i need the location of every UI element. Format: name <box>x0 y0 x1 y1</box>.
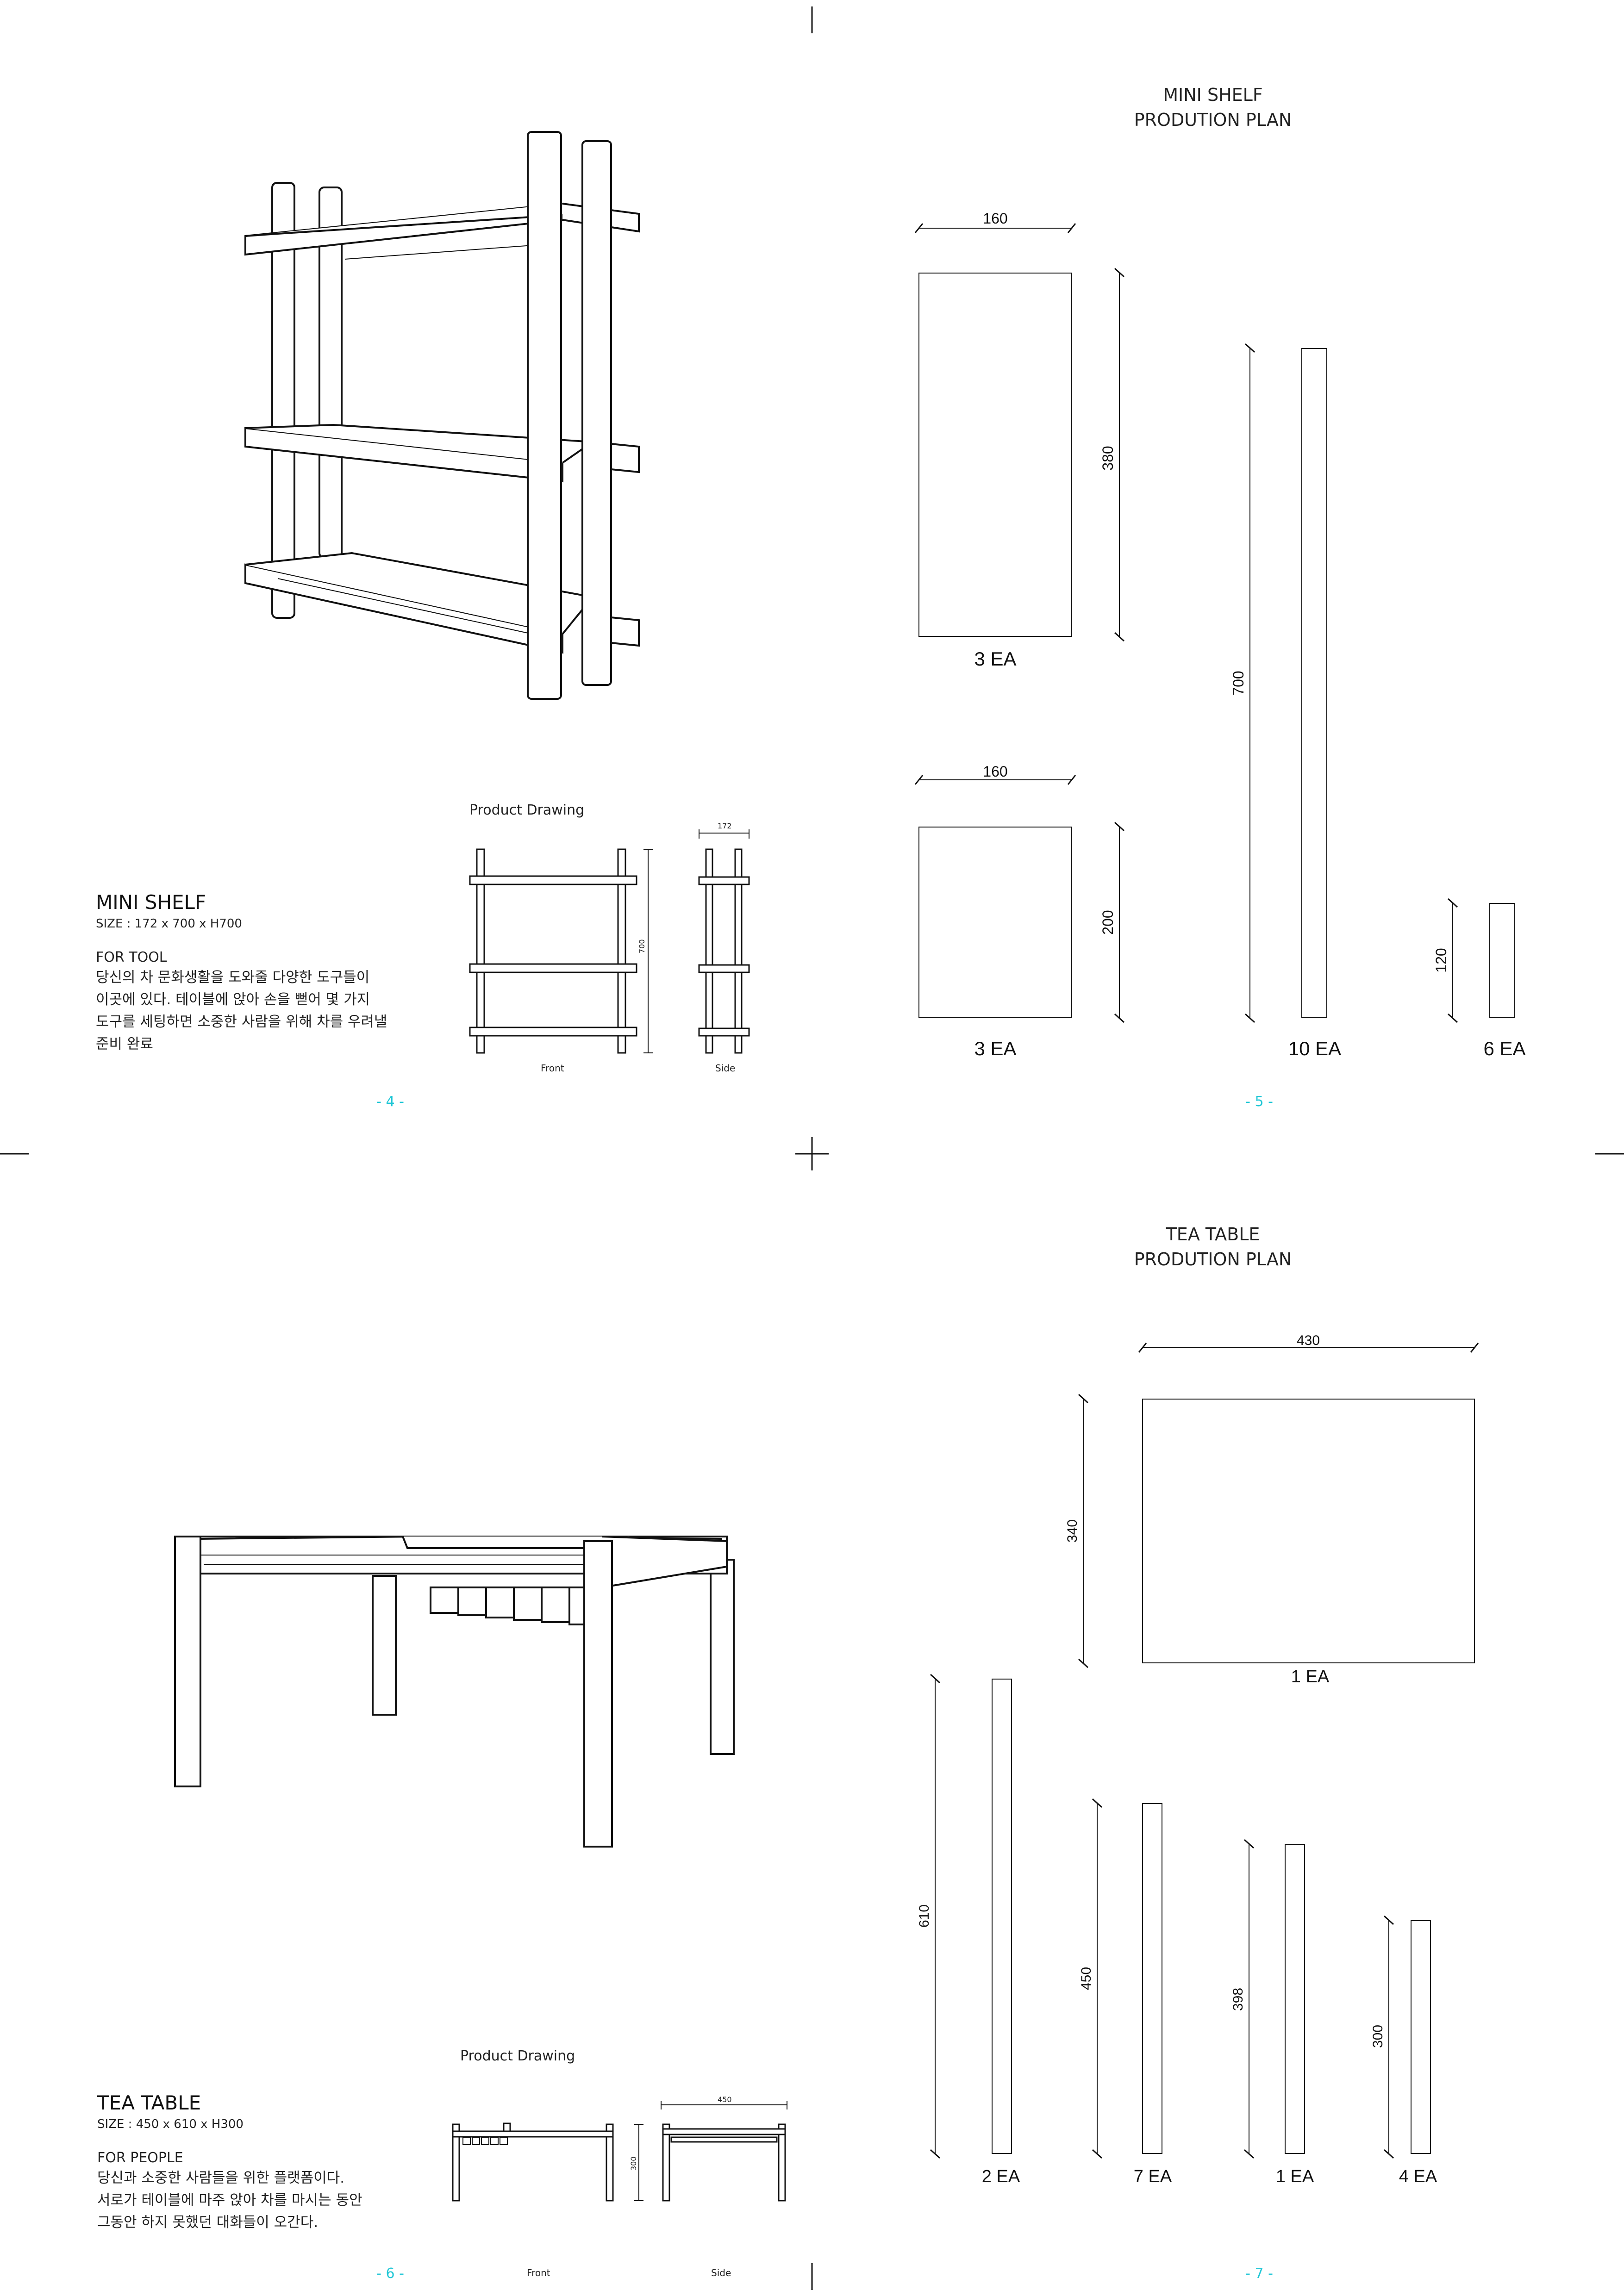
part-post-700 <box>1244 343 1327 1023</box>
part-width-dim: 160 <box>983 210 1007 227</box>
part-height-dim: 398 <box>1230 1988 1246 2011</box>
product-purpose: FOR TOOL <box>96 949 167 965</box>
part-width-dim: 430 <box>1297 1333 1320 1348</box>
front-view-height-dim: 300 <box>629 2156 638 2171</box>
part-height-dim: 700 <box>1230 671 1247 695</box>
part-quantity: 10 EA <box>1288 1038 1341 1059</box>
description-line: 도구를 세팅하면 소중한 사람을 위해 차를 우려낼 <box>96 1014 387 1030</box>
product-drawing-label: Product Drawing <box>469 802 584 818</box>
product-purpose: FOR PEOPLE <box>97 2150 183 2166</box>
part-panel-380 <box>914 223 1125 642</box>
mini-shelf-front-view <box>469 848 653 1054</box>
part-quantity: 1 EA <box>1291 1667 1330 1686</box>
part-height-dim: 340 <box>1065 1519 1080 1543</box>
description-line: 서로가 테이블에 마주 앉아 차를 마시는 동안 <box>97 2192 362 2209</box>
product-drawing-label: Product Drawing <box>460 2048 575 2064</box>
part-quantity: 1 EA <box>1276 2167 1314 2186</box>
page-number: - 6 - <box>376 2265 404 2282</box>
part-rail-398 <box>1243 1839 1305 2159</box>
part-quantity: 3 EA <box>974 648 1016 670</box>
part-quantity: 2 EA <box>982 2167 1020 2186</box>
part-width-dim: 160 <box>983 763 1007 780</box>
part-block-120 <box>1447 898 1515 1023</box>
part-tabletop-430 <box>1078 1343 1479 1668</box>
product-title: MINI SHELF <box>96 891 206 914</box>
page-number: - 4 - <box>376 1094 404 1110</box>
side-view-caption: Side <box>711 2267 731 2278</box>
plan-heading-line: PRODUTION PLAN <box>1134 1249 1292 1269</box>
crop-marks <box>0 6 1624 2290</box>
side-view-caption: Side <box>715 1063 735 1074</box>
front-view-height-dim: 700 <box>637 939 646 953</box>
part-quantity: 7 EA <box>1134 2167 1172 2186</box>
product-title: TEA TABLE <box>97 2091 201 2114</box>
page-number: - 7 - <box>1245 2265 1273 2282</box>
front-view-caption: Front <box>527 2267 550 2278</box>
tea-table-isometric-drawing <box>174 1535 735 1848</box>
part-height-dim: 450 <box>1079 1967 1094 1990</box>
mini-shelf-isometric-drawing <box>244 131 640 700</box>
part-leg-610 <box>930 1674 1012 2159</box>
part-height-dim: 300 <box>1370 2025 1386 2048</box>
description-line: 이곳에 있다. 테이블에 앉아 손을 뻗어 몇 가지 <box>96 991 370 1008</box>
front-view-caption: Front <box>541 1063 564 1074</box>
part-quantity: 6 EA <box>1483 1038 1525 1059</box>
plan-heading-line: TEA TABLE <box>1166 1224 1260 1244</box>
part-quantity: 4 EA <box>1399 2167 1437 2186</box>
description-line: 그동안 하지 못했던 대화들이 오간다. <box>97 2214 318 2231</box>
description-line: 당신과 소중한 사람들을 위한 플랫폼이다. <box>97 2170 344 2186</box>
part-height-dim: 200 <box>1099 910 1116 934</box>
description-line: 준비 완료 <box>96 1036 153 1052</box>
part-rail-300 <box>1383 1915 1431 2159</box>
part-height-dim: 380 <box>1099 446 1116 470</box>
part-height-dim: 120 <box>1433 948 1449 972</box>
side-view-width-dim: 450 <box>718 2095 732 2104</box>
product-size: SIZE : 172 x 700 x H700 <box>96 917 242 931</box>
plan-heading-line: MINI SHELF <box>1163 85 1262 105</box>
mini-shelf-side-view <box>698 829 750 1054</box>
side-view-width-dim: 172 <box>718 821 732 830</box>
plan-heading-line: PRODUTION PLAN <box>1134 110 1292 130</box>
part-rail-450 <box>1092 1798 1162 2159</box>
part-quantity: 3 EA <box>974 1038 1016 1059</box>
part-height-dim: 610 <box>917 1904 932 1928</box>
part-panel-200 <box>914 775 1125 1023</box>
description-line: 당신의 차 문화생활을 도와줄 다양한 도구들이 <box>96 969 369 986</box>
tea-table-front-view <box>452 2122 643 2202</box>
page-number: - 5 - <box>1245 1094 1273 1110</box>
tea-table-side-view <box>661 2101 787 2202</box>
product-size: SIZE : 450 x 610 x H300 <box>97 2117 244 2131</box>
